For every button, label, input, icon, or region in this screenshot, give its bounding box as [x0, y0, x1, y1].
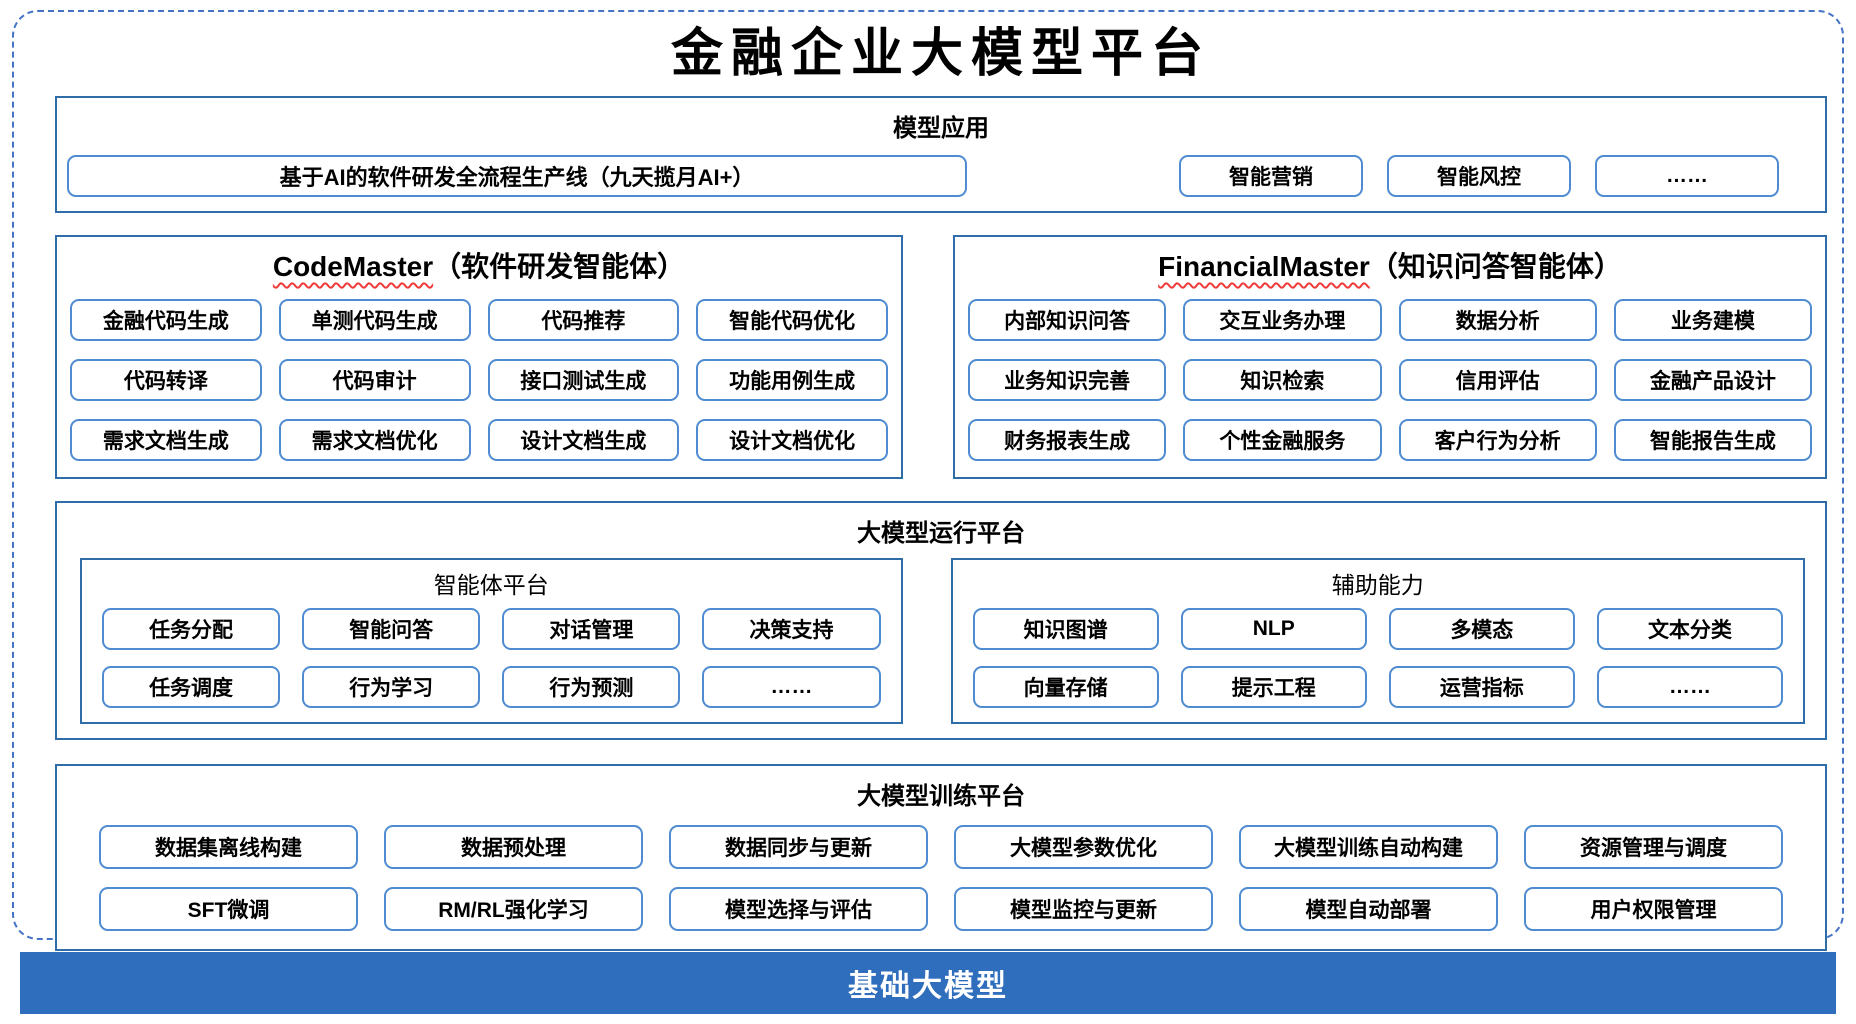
capability-chip: 任务调度 [102, 666, 281, 708]
capability-chip: 设计文档生成 [487, 419, 680, 461]
financial-master-name: FinancialMaster [1158, 251, 1370, 282]
foundation-model-label: 基础大模型 [848, 970, 1008, 1003]
capability-chip: 代码审计 [278, 359, 471, 401]
capability-chip: 向量存储 [972, 666, 1159, 708]
section-model-applications-title: 模型应用 [893, 115, 989, 142]
training-grid: 数据集离线构建数据预处理数据同步与更新大模型参数优化大模型训练自动构建资源管理与… [99, 825, 1783, 931]
section-runtime-platform: 大模型运行平台 智能体平台 任务分配智能问答对话管理决策支持任务调度行为学习行为… [55, 501, 1827, 740]
capability-chip: RM/RL强化学习 [384, 887, 643, 931]
capability-chip: 代码转译 [70, 359, 262, 401]
capability-chip: 知识图谱 [972, 608, 1159, 650]
capability-chip: 金融产品设计 [1613, 359, 1812, 401]
capability-chip: NLP [1180, 608, 1367, 650]
capability-chip: 个性金融服务 [1183, 419, 1382, 461]
capability-chip: 智能代码优化 [696, 299, 888, 341]
financial-master-grid: 内部知识问答交互业务办理数据分析业务建模业务知识完善知识检索信用评估金融产品设计… [968, 299, 1812, 461]
capability-chip: 数据预处理 [384, 825, 643, 869]
capability-chip: 行为预测 [502, 666, 681, 708]
capability-chip: 接口测试生成 [487, 359, 680, 401]
page-title: 金融企业大模型平台 [670, 26, 1211, 83]
aux-capabilities-grid: 知识图谱 NLP 多模态文本分类向量存储提示工程运营指标 …… [972, 608, 1783, 708]
capability-chip: 业务建模 [1613, 299, 1812, 341]
capability-chip: 提示工程 [1180, 666, 1367, 708]
capability-chip: 代码推荐 [487, 299, 680, 341]
agent-panels: CodeMaster（软件研发智能体） 金融代码生成单测代码生成代码推荐智能代码… [55, 235, 1827, 479]
section-runtime-title: 大模型运行平台 [857, 520, 1025, 547]
financial-master-subtitle: （知识问答智能体） [1369, 251, 1622, 282]
agent-platform-title: 智能体平台 [433, 572, 549, 598]
applications-chips: 智能营销智能风控 …… [1179, 155, 1779, 197]
capability-chip: 财务报表生成 [968, 419, 1167, 461]
capability-chip: 客户行为分析 [1398, 419, 1597, 461]
runtime-inner: 智能体平台 任务分配智能问答对话管理决策支持任务调度行为学习行为预测 …… 辅助能… [80, 558, 1805, 724]
capability-chip: SFT微调 [99, 887, 358, 931]
capability-chip: 大模型参数优化 [954, 825, 1213, 869]
foundation-model-bar: 基础大模型 [20, 952, 1836, 1014]
capability-chip: 数据集离线构建 [99, 825, 358, 869]
application-chip: …… [1595, 155, 1779, 197]
capability-chip: 模型监控与更新 [954, 887, 1213, 931]
capability-chip: 多模态 [1388, 608, 1575, 650]
code-master-grid: 金融代码生成单测代码生成代码推荐智能代码优化代码转译代码审计接口测试生成功能用例… [70, 299, 888, 461]
capability-chip: 任务分配 [102, 608, 281, 650]
capability-chip: 需求文档生成 [70, 419, 262, 461]
capability-chip: 数据同步与更新 [669, 825, 928, 869]
capability-chip: 模型自动部署 [1239, 887, 1498, 931]
capability-chip: 资源管理与调度 [1524, 825, 1783, 869]
panel-financial-master-title: FinancialMaster（知识问答智能体） [968, 247, 1812, 287]
capability-chip: 决策支持 [702, 608, 881, 650]
capability-chip: 模型选择与评估 [669, 887, 928, 931]
capability-chip: 大模型训练自动构建 [1239, 825, 1498, 869]
application-chip: 智能风控 [1387, 155, 1571, 197]
capability-chip: 智能报告生成 [1613, 419, 1812, 461]
subsection-agent-platform: 智能体平台 任务分配智能问答对话管理决策支持任务调度行为学习行为预测 …… [80, 558, 903, 724]
capability-chip: 对话管理 [502, 608, 681, 650]
applications-row: 基于AI的软件研发全流程生产线（九天揽月AI+） 智能营销智能风控 …… [57, 143, 1825, 197]
panel-financial-master: FinancialMaster（知识问答智能体） 内部知识问答交互业务办理数据分… [953, 235, 1827, 479]
capability-chip: …… [1596, 666, 1783, 708]
subsection-aux-capabilities: 辅助能力 知识图谱 NLP 多模态文本分类向量存储提示工程运营指标 …… [950, 558, 1805, 724]
aux-capabilities-title: 辅助能力 [1331, 572, 1424, 598]
section-training-title: 大模型训练平台 [857, 783, 1025, 810]
capability-chip: 功能用例生成 [696, 359, 888, 401]
capability-chip: 需求文档优化 [278, 419, 471, 461]
capability-chip: 内部知识问答 [968, 299, 1167, 341]
capability-chip: 知识检索 [1183, 359, 1382, 401]
capability-chip: 单测代码生成 [278, 299, 471, 341]
capability-chip: 设计文档优化 [696, 419, 888, 461]
diagram-content: 金融企业大模型平台 模型应用 基于AI的软件研发全流程生产线（九天揽月AI+） … [55, 18, 1827, 951]
capability-chip: 金融代码生成 [70, 299, 262, 341]
capability-chip: 行为学习 [302, 666, 481, 708]
capability-chip: 文本分类 [1596, 608, 1783, 650]
panel-code-master-title: CodeMaster（软件研发智能体） [70, 247, 888, 287]
app-pipeline-box: 基于AI的软件研发全流程生产线（九天揽月AI+） [67, 155, 967, 197]
section-model-applications: 模型应用 基于AI的软件研发全流程生产线（九天揽月AI+） 智能营销智能风控 …… [55, 96, 1827, 213]
capability-chip: 交互业务办理 [1183, 299, 1382, 341]
capability-chip: 用户权限管理 [1524, 887, 1783, 931]
capability-chip: 信用评估 [1398, 359, 1597, 401]
capability-chip: 运营指标 [1388, 666, 1575, 708]
application-chip: 智能营销 [1179, 155, 1363, 197]
capability-chip: 智能问答 [302, 608, 481, 650]
capability-chip: 数据分析 [1398, 299, 1597, 341]
capability-chip: 业务知识完善 [968, 359, 1167, 401]
section-training-platform: 大模型训练平台 数据集离线构建数据预处理数据同步与更新大模型参数优化大模型训练自… [55, 764, 1827, 951]
code-master-subtitle: （软件研发智能体） [433, 251, 686, 282]
agent-platform-grid: 任务分配智能问答对话管理决策支持任务调度行为学习行为预测 …… [102, 608, 881, 708]
capability-chip: …… [702, 666, 881, 708]
panel-code-master: CodeMaster（软件研发智能体） 金融代码生成单测代码生成代码推荐智能代码… [55, 235, 903, 479]
code-master-name: CodeMaster [272, 251, 434, 282]
